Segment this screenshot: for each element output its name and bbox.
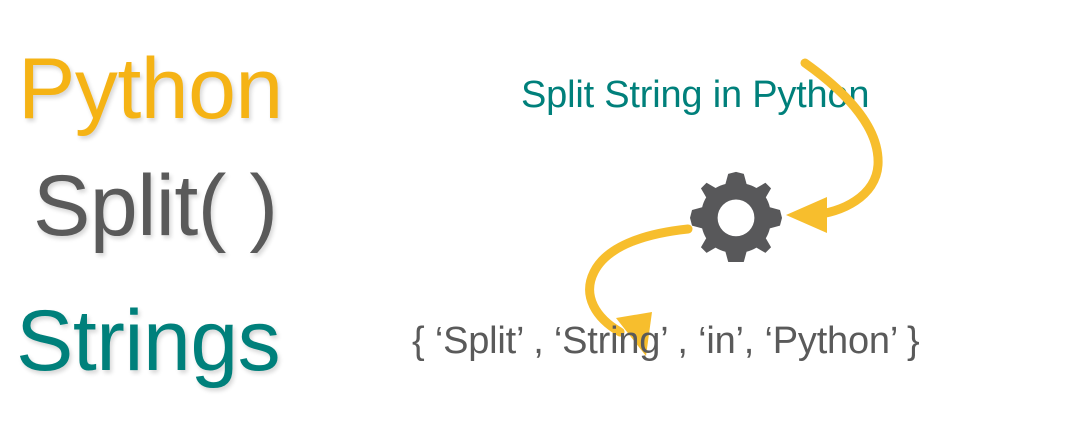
headline-line-python: Python: [18, 41, 283, 137]
diagram-block: Split String in Python { ‘Split’ , ‘Stri…: [380, 0, 1072, 430]
headline-line-split: Split( ): [33, 158, 278, 254]
gear-icon: [690, 171, 782, 264]
result-set-text: { ‘Split’ , ‘String’ , ‘in’, ‘Python’ }: [412, 320, 920, 362]
headline-line-strings: Strings: [16, 293, 281, 389]
diagram-title: Split String in Python: [521, 74, 870, 116]
gear-icon-wrap: [690, 170, 782, 264]
headline-block: Python Split( ) Strings: [0, 0, 400, 430]
